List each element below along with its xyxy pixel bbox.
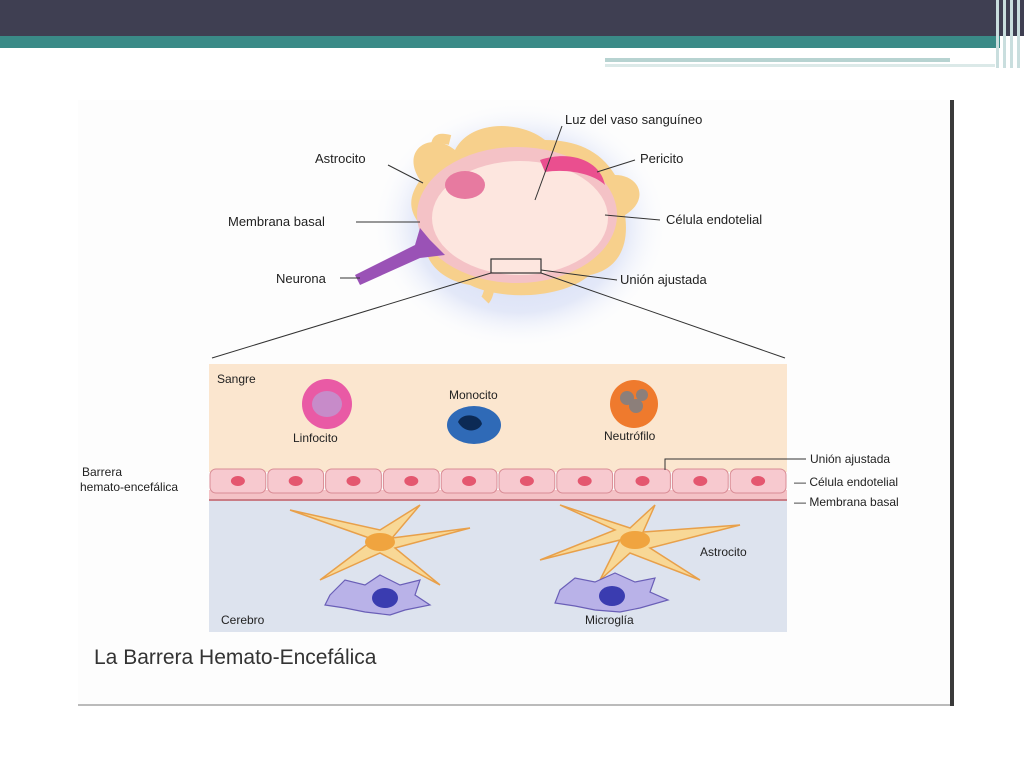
slide-stripe (1010, 0, 1013, 68)
label-endothelial-detail: — Célula endotelial (794, 475, 898, 489)
slide-accent-line (605, 58, 950, 62)
label-neuron: Neurona (276, 271, 327, 286)
endothelial-nucleus (693, 476, 708, 486)
endothelial-nucleus (288, 476, 303, 486)
neutrophil-lobe (620, 391, 634, 405)
label-tight-junction-detail: Unión ajustada (810, 452, 890, 466)
slide-accent-line-secondary (605, 64, 995, 67)
astrocyte-nucleus (365, 533, 395, 551)
label-neutrophil: Neutrófilo (604, 429, 656, 443)
slide-accent-band (0, 36, 1000, 48)
endothelial-nucleus (519, 476, 534, 486)
endothelial-nucleus (577, 476, 592, 486)
slide-header-bar (0, 0, 1024, 36)
tight-junction-box (490, 258, 542, 274)
slide-stripe (1017, 0, 1020, 68)
label-basal-membrane: Membrana basal (228, 214, 325, 229)
label-astrocyte-detail: Astrocito (700, 545, 747, 559)
label-lymphocyte: Linfocito (293, 431, 338, 445)
astrocyte-process (481, 279, 495, 304)
astrocyte-nucleus (620, 531, 650, 549)
endothelial-nucleus (445, 171, 485, 199)
label-basal-membrane-detail: — Membrana basal (794, 495, 899, 509)
label-lumen: Luz del vaso sanguíneo (565, 112, 702, 127)
neutrophil-lobe (636, 389, 648, 401)
astrocyte-right (539, 504, 741, 581)
endothelial-cell-row (209, 468, 787, 494)
microglia-right (554, 572, 670, 613)
endothelial-nucleus (751, 476, 766, 486)
endothelial-nucleus (346, 476, 361, 486)
barrier-detail (209, 364, 806, 632)
microglia-left (324, 574, 432, 616)
pericyte-shape (540, 156, 605, 185)
label-endothelial-cell: Célula endotelial (666, 212, 762, 227)
neutrophil-lobe (629, 399, 643, 413)
vessel-cross-section (355, 100, 670, 350)
endothelial-nucleus (230, 476, 245, 486)
leader-tight-junction-detail (664, 458, 806, 470)
label-microglia: Microglía (585, 613, 634, 627)
label-tight-junction: Unión ajustada (620, 272, 707, 287)
microglia-nucleus (372, 588, 398, 608)
figure-border-bottom (78, 704, 950, 706)
zoom-line-right (540, 272, 786, 359)
astrocyte-process (425, 133, 452, 172)
slide-stripe (996, 0, 999, 68)
label-astrocyte: Astrocito (315, 151, 366, 166)
brain-region (209, 500, 787, 632)
leader-endothelial (604, 214, 661, 221)
monocyte-nucleus (458, 415, 482, 431)
label-blood: Sangre (217, 372, 256, 386)
endothelial-nucleus (404, 476, 419, 486)
microglia-nucleus (599, 586, 625, 606)
label-brain: Cerebro (221, 613, 265, 627)
endothelial-nucleus (462, 476, 477, 486)
astrocyte-left (289, 504, 471, 586)
figure-border-right (950, 100, 954, 706)
leader-lumen (534, 125, 563, 201)
label-pericyte: Pericito (640, 151, 683, 166)
lymphocyte-nucleus (312, 391, 342, 417)
neuron-shape (355, 228, 445, 285)
figure-caption: La Barrera Hemato-Encefálica (94, 646, 377, 669)
vessel-leader-lines (211, 125, 786, 359)
label-barrier-line1: Barrera (82, 465, 122, 479)
zoom-line-left (211, 272, 492, 359)
label-monocyte: Monocito (449, 388, 498, 402)
slide-stripe (1003, 0, 1006, 68)
leader-pericyte (596, 159, 636, 173)
leader-astrocyte (387, 164, 424, 184)
label-barrier-line2: hemato-encefálica (80, 480, 178, 494)
basal-membrane-band (209, 490, 787, 500)
endothelial-nucleus (635, 476, 650, 486)
leader-tight-junction (540, 269, 618, 281)
